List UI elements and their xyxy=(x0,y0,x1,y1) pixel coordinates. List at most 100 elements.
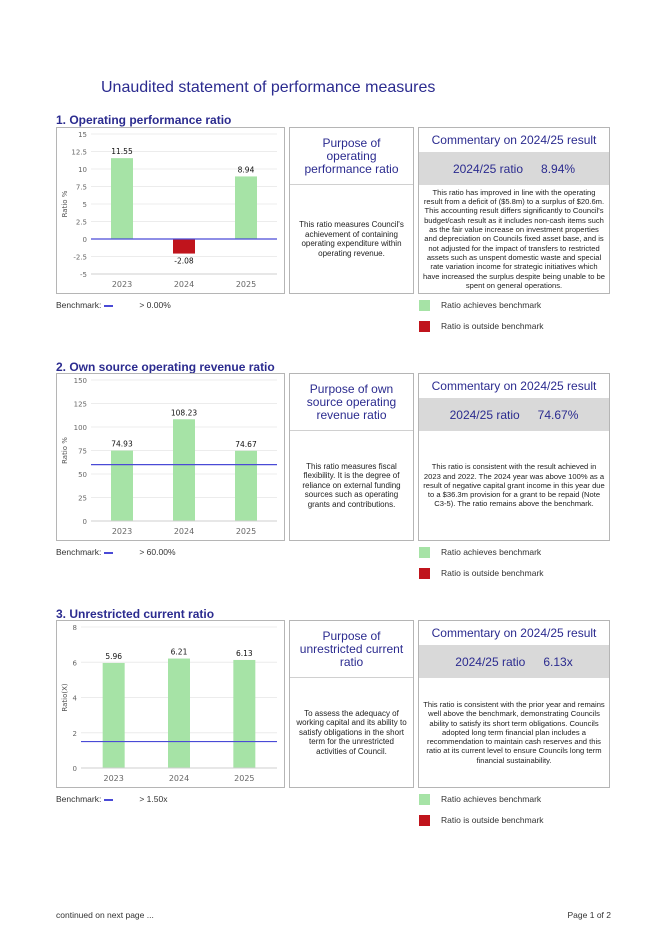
x-tick-label: 2024 xyxy=(174,280,194,289)
ratio-summary: 2024/25 ratio 8.94% xyxy=(419,152,609,185)
bar-value-label: -2.08 xyxy=(174,257,194,266)
bar-value-label: 8.94 xyxy=(238,165,255,174)
x-tick-label: 2025 xyxy=(236,527,256,536)
y-tick-label: 0 xyxy=(83,518,87,526)
bar xyxy=(111,158,133,239)
purpose-panel: Purpose of unrestricted current ratio To… xyxy=(289,620,414,788)
section-title: 3. Unrestricted current ratio xyxy=(56,607,215,621)
bar xyxy=(173,239,195,254)
commentary-title: Commentary on 2024/25 result xyxy=(419,374,609,399)
y-tick-label: 2 xyxy=(73,730,77,738)
benchmark-label: Benchmark: xyxy=(56,794,102,804)
commentary-panel: Commentary on 2024/25 result 2024/25 rat… xyxy=(418,127,610,294)
y-tick-label: 25 xyxy=(78,495,87,503)
ratio-summary: 2024/25 ratio 74.67% xyxy=(419,398,609,431)
purpose-title: Purpose of own source operating revenue … xyxy=(290,374,413,431)
ratio-label: 2024/25 ratio xyxy=(449,407,520,422)
benchmark-note: Benchmark: > 1.50x xyxy=(56,794,167,804)
ratio-summary: 2024/25 ratio 6.13x xyxy=(419,645,609,678)
y-tick-label: 0 xyxy=(73,765,77,773)
benchmark-line-icon xyxy=(104,304,114,307)
bar xyxy=(173,419,195,521)
red-swatch-icon xyxy=(419,814,430,826)
benchmark-value: > 1.50x xyxy=(139,794,168,804)
bar xyxy=(235,450,257,521)
commentary-panel: Commentary on 2024/25 result 2024/25 rat… xyxy=(418,373,610,541)
benchmark-value: > 60.00% xyxy=(139,547,176,557)
x-tick-label: 2025 xyxy=(236,280,256,289)
ratio-label: 2024/25 ratio xyxy=(452,161,524,176)
purpose-panel: Purpose of operating performance ratio T… xyxy=(289,127,414,294)
y-tick-label: 50 xyxy=(78,471,87,479)
y-tick-label: 125 xyxy=(74,401,87,409)
purpose-title: Purpose of unrestricted current ratio xyxy=(290,621,413,678)
green-swatch-icon xyxy=(419,546,430,558)
benchmark-value: > 0.00% xyxy=(139,300,171,310)
y-tick-label: -2.5 xyxy=(73,254,87,262)
legend-label: Ratio is outside benchmark xyxy=(441,815,544,825)
y-axis-label: Ratio % xyxy=(61,190,69,217)
legend-label: Ratio is outside benchmark xyxy=(441,568,544,578)
red-swatch-icon xyxy=(419,320,430,332)
legend-achieves: Ratio achieves benchmark xyxy=(419,793,541,805)
commentary-text: This ratio is consistent with the prior … xyxy=(423,699,605,765)
ratio-value: 6.13x xyxy=(543,654,573,669)
legend-outside: Ratio is outside benchmark xyxy=(419,320,544,332)
purpose-text: This ratio measures Council's achievemen… xyxy=(299,220,404,258)
y-tick-label: 5 xyxy=(83,201,87,209)
x-tick-label: 2025 xyxy=(234,774,254,783)
legend-outside: Ratio is outside benchmark xyxy=(419,814,544,826)
benchmark-note: Benchmark: > 0.00% xyxy=(56,300,171,310)
red-swatch-icon xyxy=(419,567,430,579)
bar xyxy=(111,450,133,521)
purpose-title: Purpose of operating performance ratio xyxy=(290,128,413,185)
y-tick-label: 6 xyxy=(73,659,78,667)
y-tick-label: 15 xyxy=(78,131,87,139)
y-tick-label: 100 xyxy=(74,424,87,432)
y-axis-label: Ratio(X) xyxy=(61,683,69,711)
y-tick-label: 10 xyxy=(78,166,87,174)
bar xyxy=(235,176,257,239)
bar-value-label: 6.13 xyxy=(236,649,253,658)
y-tick-label: -5 xyxy=(80,271,87,279)
benchmark-line-icon xyxy=(104,798,114,801)
ratio-value: 74.67% xyxy=(537,407,579,422)
purpose-text: To assess the adequacy of working capita… xyxy=(296,708,407,756)
legend-achieves: Ratio achieves benchmark xyxy=(419,299,541,311)
benchmark-label: Benchmark: xyxy=(56,300,102,310)
x-tick-label: 2023 xyxy=(103,774,123,783)
y-tick-label: 150 xyxy=(74,377,87,385)
bar-value-label: 5.96 xyxy=(105,652,122,661)
x-tick-label: 2023 xyxy=(112,280,132,289)
benchmark-line-icon xyxy=(104,551,114,554)
legend-achieves: Ratio achieves benchmark xyxy=(419,546,541,558)
y-tick-label: 12.5 xyxy=(71,149,87,157)
benchmark-label: Benchmark: xyxy=(56,547,102,557)
y-tick-label: 8 xyxy=(73,624,77,632)
x-tick-label: 2024 xyxy=(169,774,189,783)
x-tick-label: 2023 xyxy=(112,527,132,536)
bar-value-label: 11.55 xyxy=(111,147,133,156)
y-tick-label: 75 xyxy=(78,448,87,456)
ratio-label: 2024/25 ratio xyxy=(455,654,526,669)
section-title: 2. Own source operating revenue ratio xyxy=(56,360,275,374)
green-swatch-icon xyxy=(419,299,430,311)
ratio-value: 8.94% xyxy=(541,161,576,176)
continued-note: continued on next page ... xyxy=(56,910,154,920)
legend-outside: Ratio is outside benchmark xyxy=(419,567,544,579)
bar-value-label: 108.23 xyxy=(171,408,197,417)
legend-label: Ratio achieves benchmark xyxy=(441,794,542,804)
y-axis-label: Ratio % xyxy=(61,437,69,464)
page-number: Page 1 of 2 xyxy=(567,910,611,920)
green-swatch-icon xyxy=(419,793,430,805)
bar-value-label: 74.67 xyxy=(235,440,257,449)
section-title: 1. Operating performance ratio xyxy=(56,113,232,127)
document-title: Unaudited statement of performance measu… xyxy=(101,79,436,96)
y-tick-label: 0 xyxy=(83,236,87,244)
x-tick-label: 2024 xyxy=(174,527,194,536)
bar-value-label: 74.93 xyxy=(111,440,133,449)
legend-label: Ratio achieves benchmark xyxy=(441,547,542,557)
y-tick-label: 2.5 xyxy=(76,219,87,227)
